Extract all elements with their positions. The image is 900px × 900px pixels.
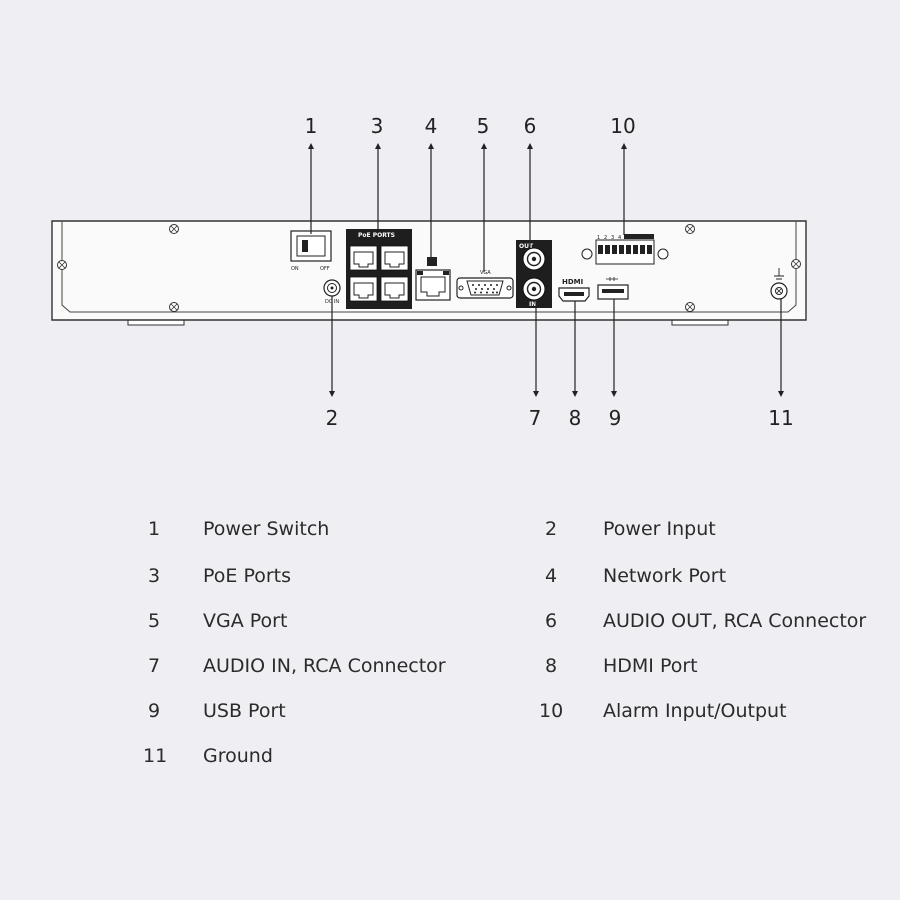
callout-number: 5 [477,114,490,138]
alarm-terminal-label: 2 [604,235,607,241]
ground-icon [774,268,784,280]
screw-icon [685,302,695,312]
hdmi-port[interactable]: HDMI [558,278,590,302]
alarm-terminal-label: 4 [618,235,621,241]
poe-ports-block[interactable]: PoE PORTS [346,229,412,309]
switch-on-label: ON [291,266,299,272]
legend-label: HDMI Port [603,655,698,677]
callout-number: 3 [371,114,384,138]
callout-number: 4 [425,114,438,138]
callout-number: 9 [609,406,622,430]
callout-number: 6 [524,114,537,138]
legend-number: 4 [545,565,558,587]
legend-number: 11 [143,745,168,767]
legend-row: 5 VGA Port 6 AUDIO OUT, RCA Connector [0,610,900,640]
screw-icon [169,224,179,234]
audio-block[interactable]: OUT IN [516,240,552,308]
legend-row: 11 Ground [0,745,900,775]
alarm-terminal[interactable]: 1 2 3 4 [581,234,669,265]
callout-number: 7 [529,406,542,430]
legend-number: 5 [148,610,161,632]
legend-label: Power Input [603,518,716,540]
screw-icon [57,260,67,270]
chassis-inner-outline [61,221,797,313]
legend-label: AUDIO IN, RCA Connector [203,655,446,677]
legend-number: 6 [545,610,558,632]
legend-label: Network Port [603,565,727,587]
legend-number: 7 [148,655,161,677]
legend-number: 10 [539,700,564,722]
alarm-terminal-label: 3 [611,235,614,241]
legend-row: 7 AUDIO IN, RCA Connector 8 HDMI Port [0,655,900,685]
screw-icon [169,302,179,312]
network-port[interactable] [415,257,451,301]
vga-port[interactable]: VGA [456,270,514,299]
callout-number: 10 [610,114,635,138]
legend-row: 3 PoE Ports 4 Network Port [0,565,900,595]
legend-label: USB Port [203,700,286,722]
legend-label: Alarm Input/Output [603,700,787,722]
poe-ports-label: PoE PORTS [358,232,395,239]
legend-number: 9 [148,700,161,722]
callout-number: 11 [768,406,793,430]
audio-in-label: IN [529,301,536,308]
alarm-terminal-label: 1 [597,235,600,241]
ground-terminal[interactable] [770,268,788,300]
switch-off-label: OFF [320,266,330,272]
legend-label: PoE Ports [203,565,292,587]
legend-row: 9 USB Port 10 Alarm Input/Output [0,700,900,730]
screw-icon [791,259,801,269]
audio-out-label: OUT [519,243,534,250]
callout-arrows [308,143,784,397]
legend-label: AUDIO OUT, RCA Connector [603,610,867,632]
hdmi-label: HDMI [562,278,583,286]
legend-label: Ground [203,745,273,767]
callout-number: 2 [326,406,339,430]
callout-number: 8 [569,406,582,430]
legend-label: VGA Port [203,610,288,632]
legend-number: 3 [148,565,161,587]
screw-icon [685,224,695,234]
vga-label: VGA [480,270,491,276]
legend-row: 1 Power Switch 2 Power Input [0,518,900,548]
usb-icon [606,277,618,281]
legend-number: 1 [148,518,161,540]
callout-number: 1 [305,114,318,138]
legend-number: 2 [545,518,558,540]
usb-port[interactable] [597,277,629,300]
legend-number: 8 [545,655,558,677]
rear-panel-diagram: ON OFF DC IN PoE PORTS [51,114,807,430]
legend-label: Power Switch [203,518,330,540]
